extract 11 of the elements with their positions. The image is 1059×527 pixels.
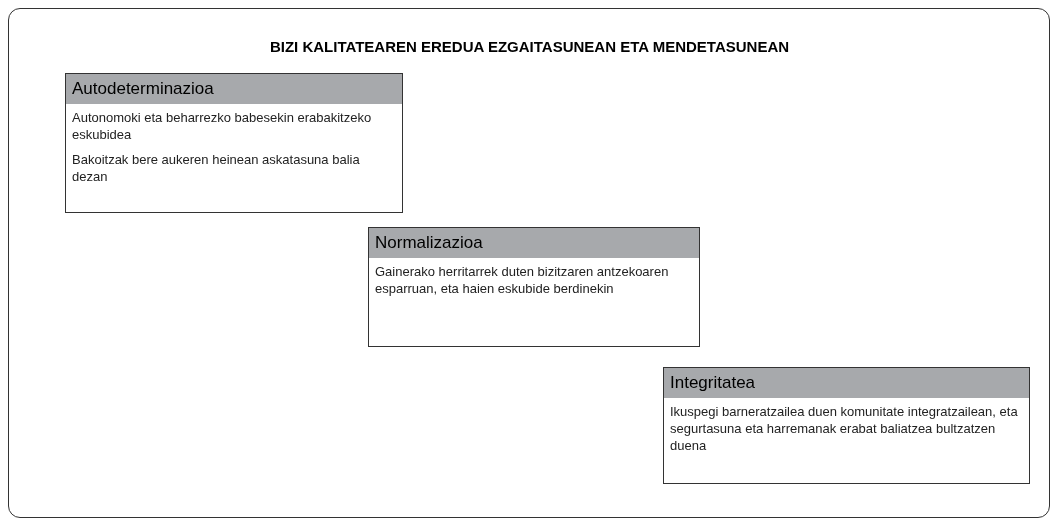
title: BIZI KALITATEAREN EREDUA EZGAITASUNEAN ETA MENDETASUNEAN (268, 37, 791, 57)
box-heading: Integritatea (664, 368, 1029, 398)
concept-box (65, 73, 403, 213)
box-text: Bakoitzak bere aukeren heinean askatasuna balia dezan (72, 151, 361, 185)
box-text: Autonomoki eta beharrezko babesekin erabakitzeko eskubidea (72, 109, 373, 143)
box-heading: Autodeterminazioa (66, 74, 402, 104)
concept-box (368, 227, 700, 347)
box-heading: Normalizazioa (369, 228, 699, 258)
box-text: Gainerako herritarrek duten bizitzaren antzekoaren esparruan, eta haien eskubide berdinekin (375, 263, 670, 297)
concept-box (663, 367, 1030, 484)
box-text: Ikuspegi barneratzailea duen komunitate integratzailean, eta segurtasuna eta harremanak erabat baliatzea bultzatzen duena (670, 403, 1019, 454)
